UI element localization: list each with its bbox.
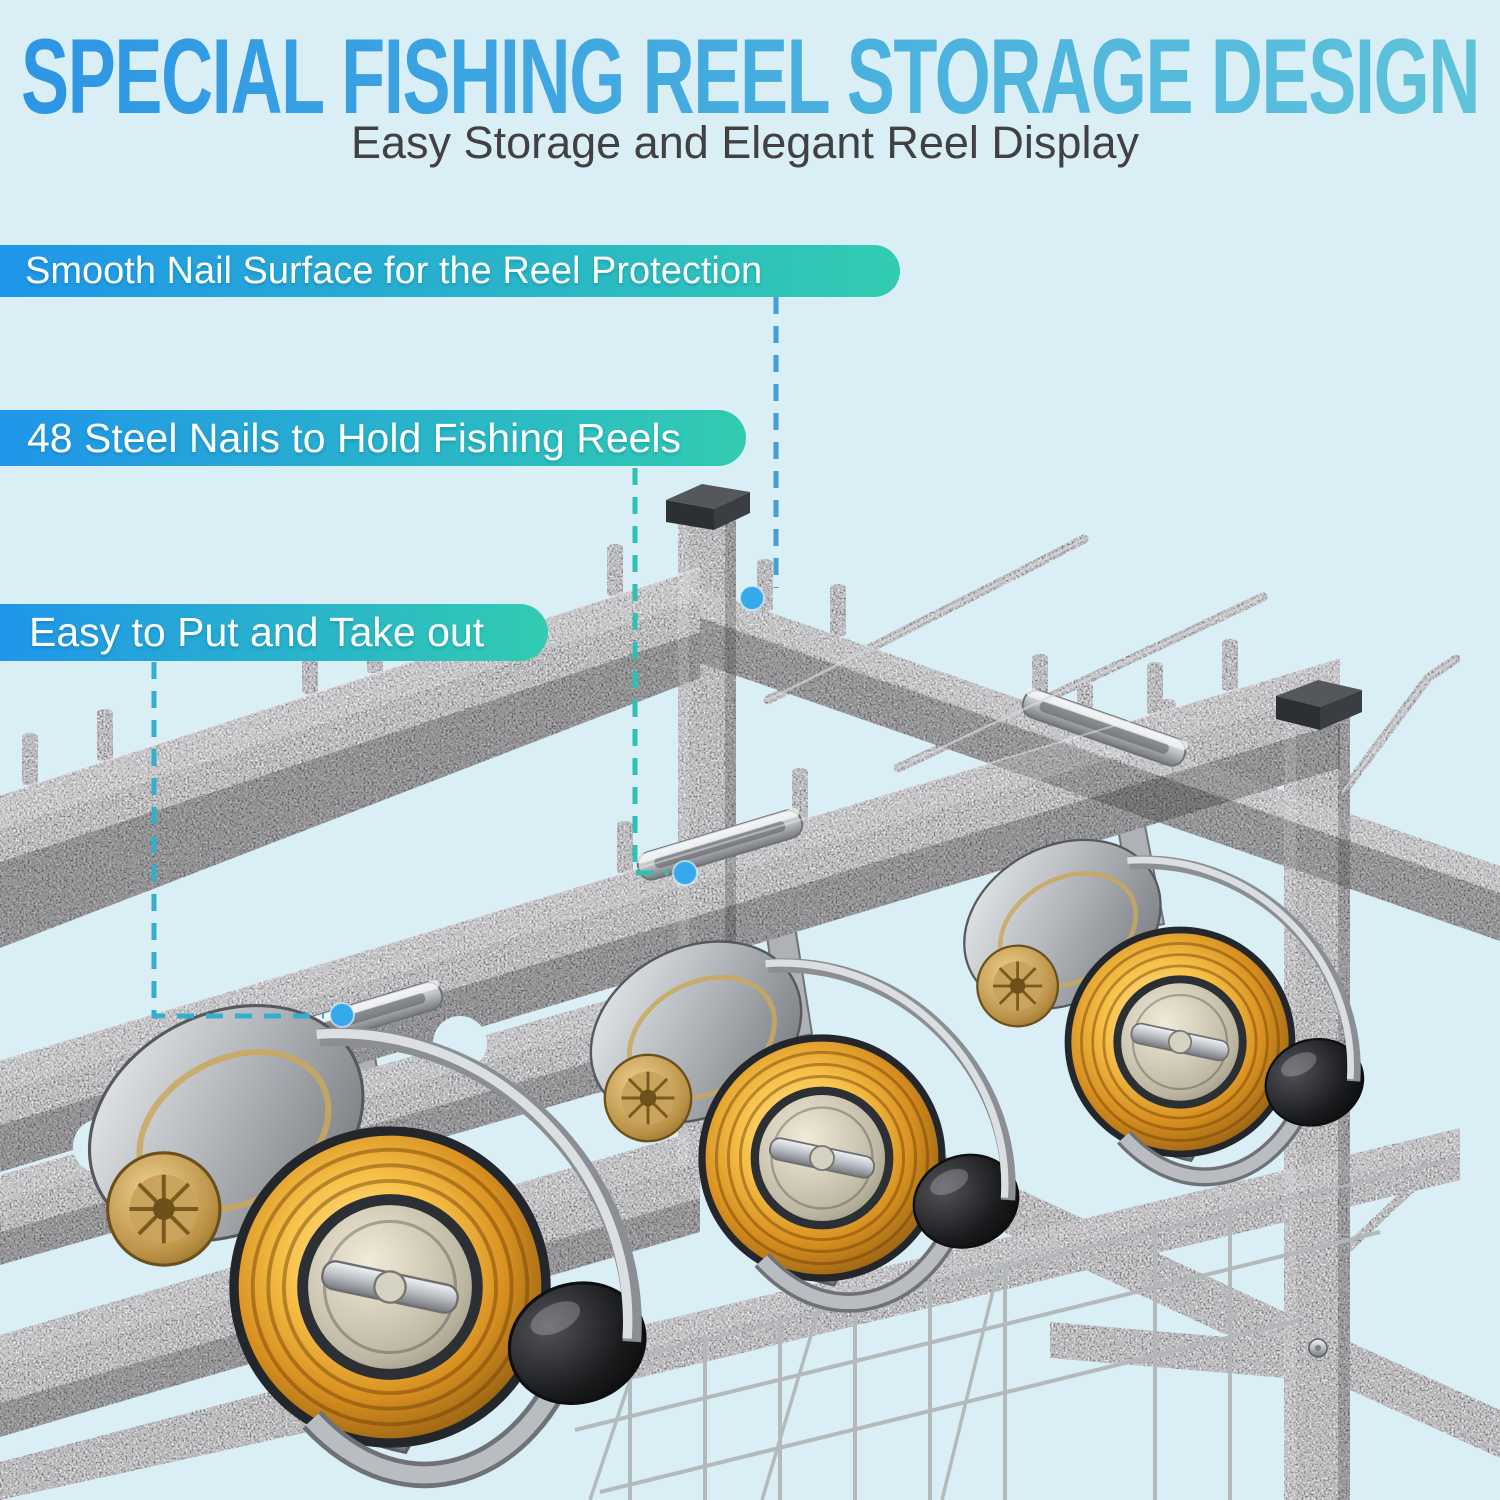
header: SPECIAL FISHING REEL STORAGE DESIGN Easy… <box>21 16 1481 168</box>
page-title: SPECIAL FISHING REEL STORAGE DESIGN <box>21 16 1479 136</box>
top-rail <box>0 568 700 948</box>
hook-3 <box>1337 654 1461 798</box>
callout-dot-3 <box>329 1002 355 1028</box>
callout-48-steel-nails: 48 Steel Nails to Hold Fishing Reels <box>0 410 746 466</box>
callout-smooth-nail-surface: Smooth Nail Surface for the Reel Protect… <box>0 245 900 297</box>
callout-dot-2 <box>672 860 698 886</box>
storage-basket <box>569 1158 1453 1500</box>
frame-details <box>0 484 1457 1358</box>
callout-dot-1 <box>739 585 765 611</box>
hook-4 <box>1339 1157 1447 1257</box>
basket-rim <box>560 1128 1460 1397</box>
callout-dots <box>329 585 765 1028</box>
post-cap-right <box>1276 680 1362 730</box>
leader-line-3 <box>151 662 324 1019</box>
callout-easy-put-take-out: Easy to Put and Take out <box>0 604 548 661</box>
cross-bar <box>1050 1322 1284 1378</box>
page-subtitle: Easy Storage and Elegant Reel Display <box>351 117 1139 168</box>
post-cap-left <box>666 484 750 530</box>
lower-side-rail-right <box>1350 1342 1500 1458</box>
leader-lines <box>151 297 779 1019</box>
